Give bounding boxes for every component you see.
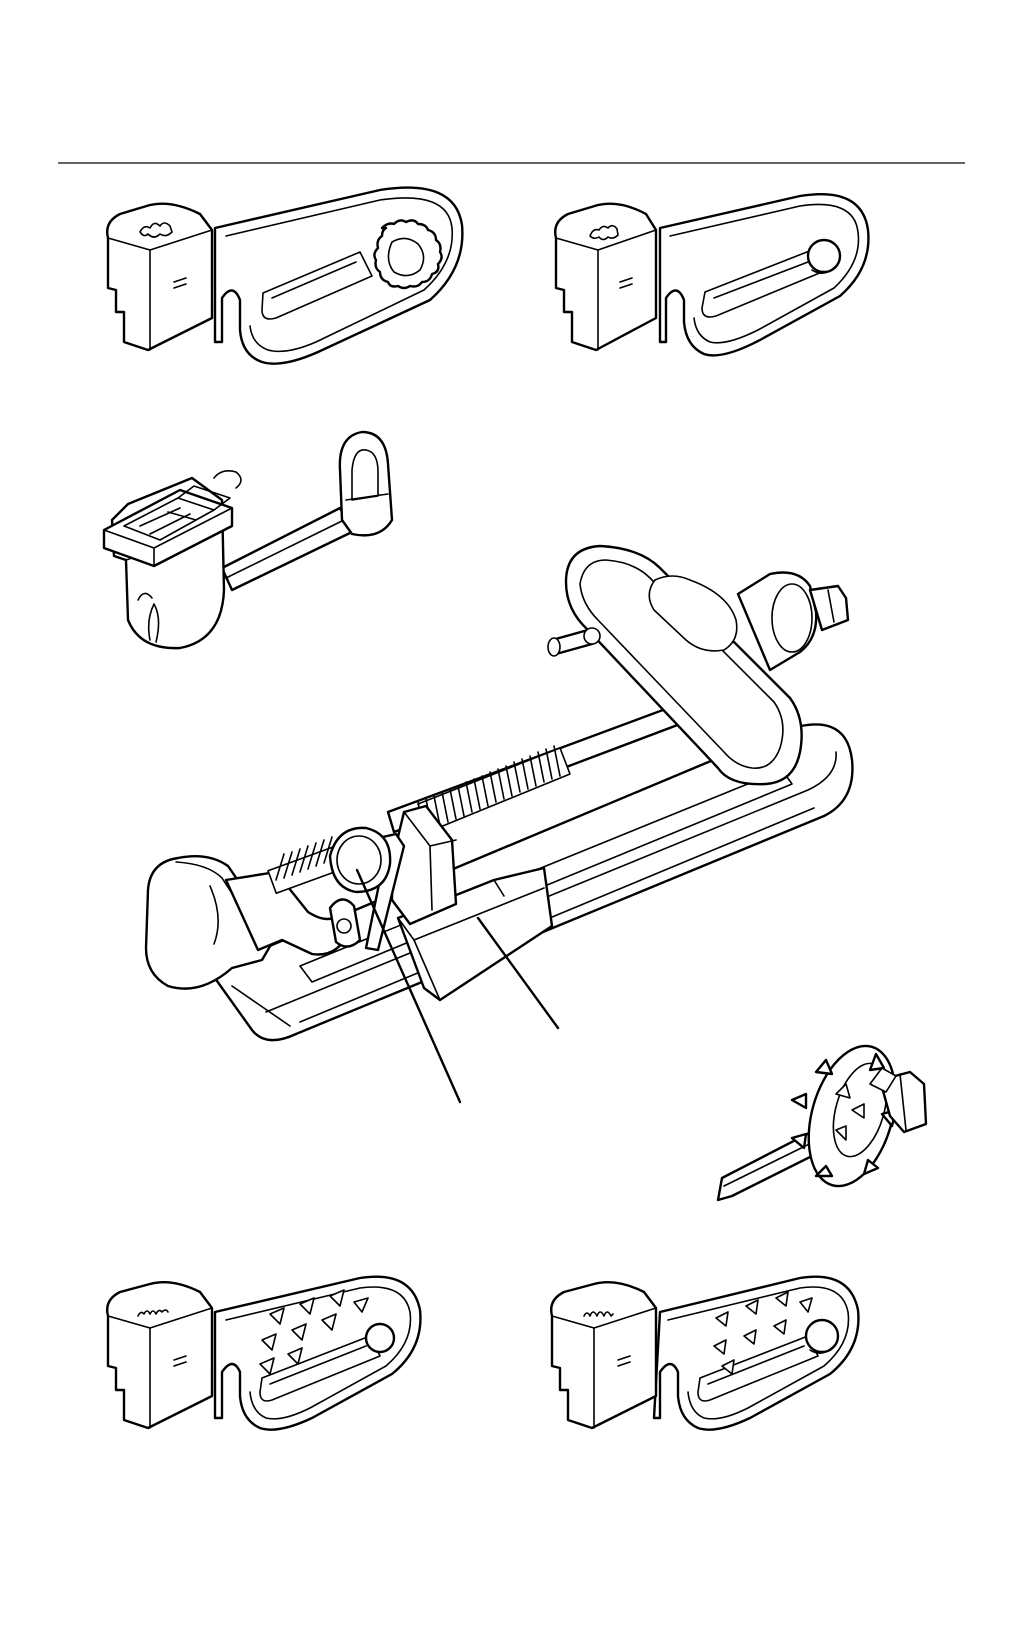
long-thread — [418, 746, 570, 832]
blade-bottom-left — [107, 1277, 420, 1430]
fruit-skewer — [718, 1036, 926, 1200]
spiralizer-frame — [146, 546, 852, 1040]
blade-top-left — [107, 188, 462, 364]
peeler-arm — [104, 432, 392, 648]
blade-top-right — [555, 194, 868, 355]
blade-bottom-right — [551, 1277, 858, 1430]
